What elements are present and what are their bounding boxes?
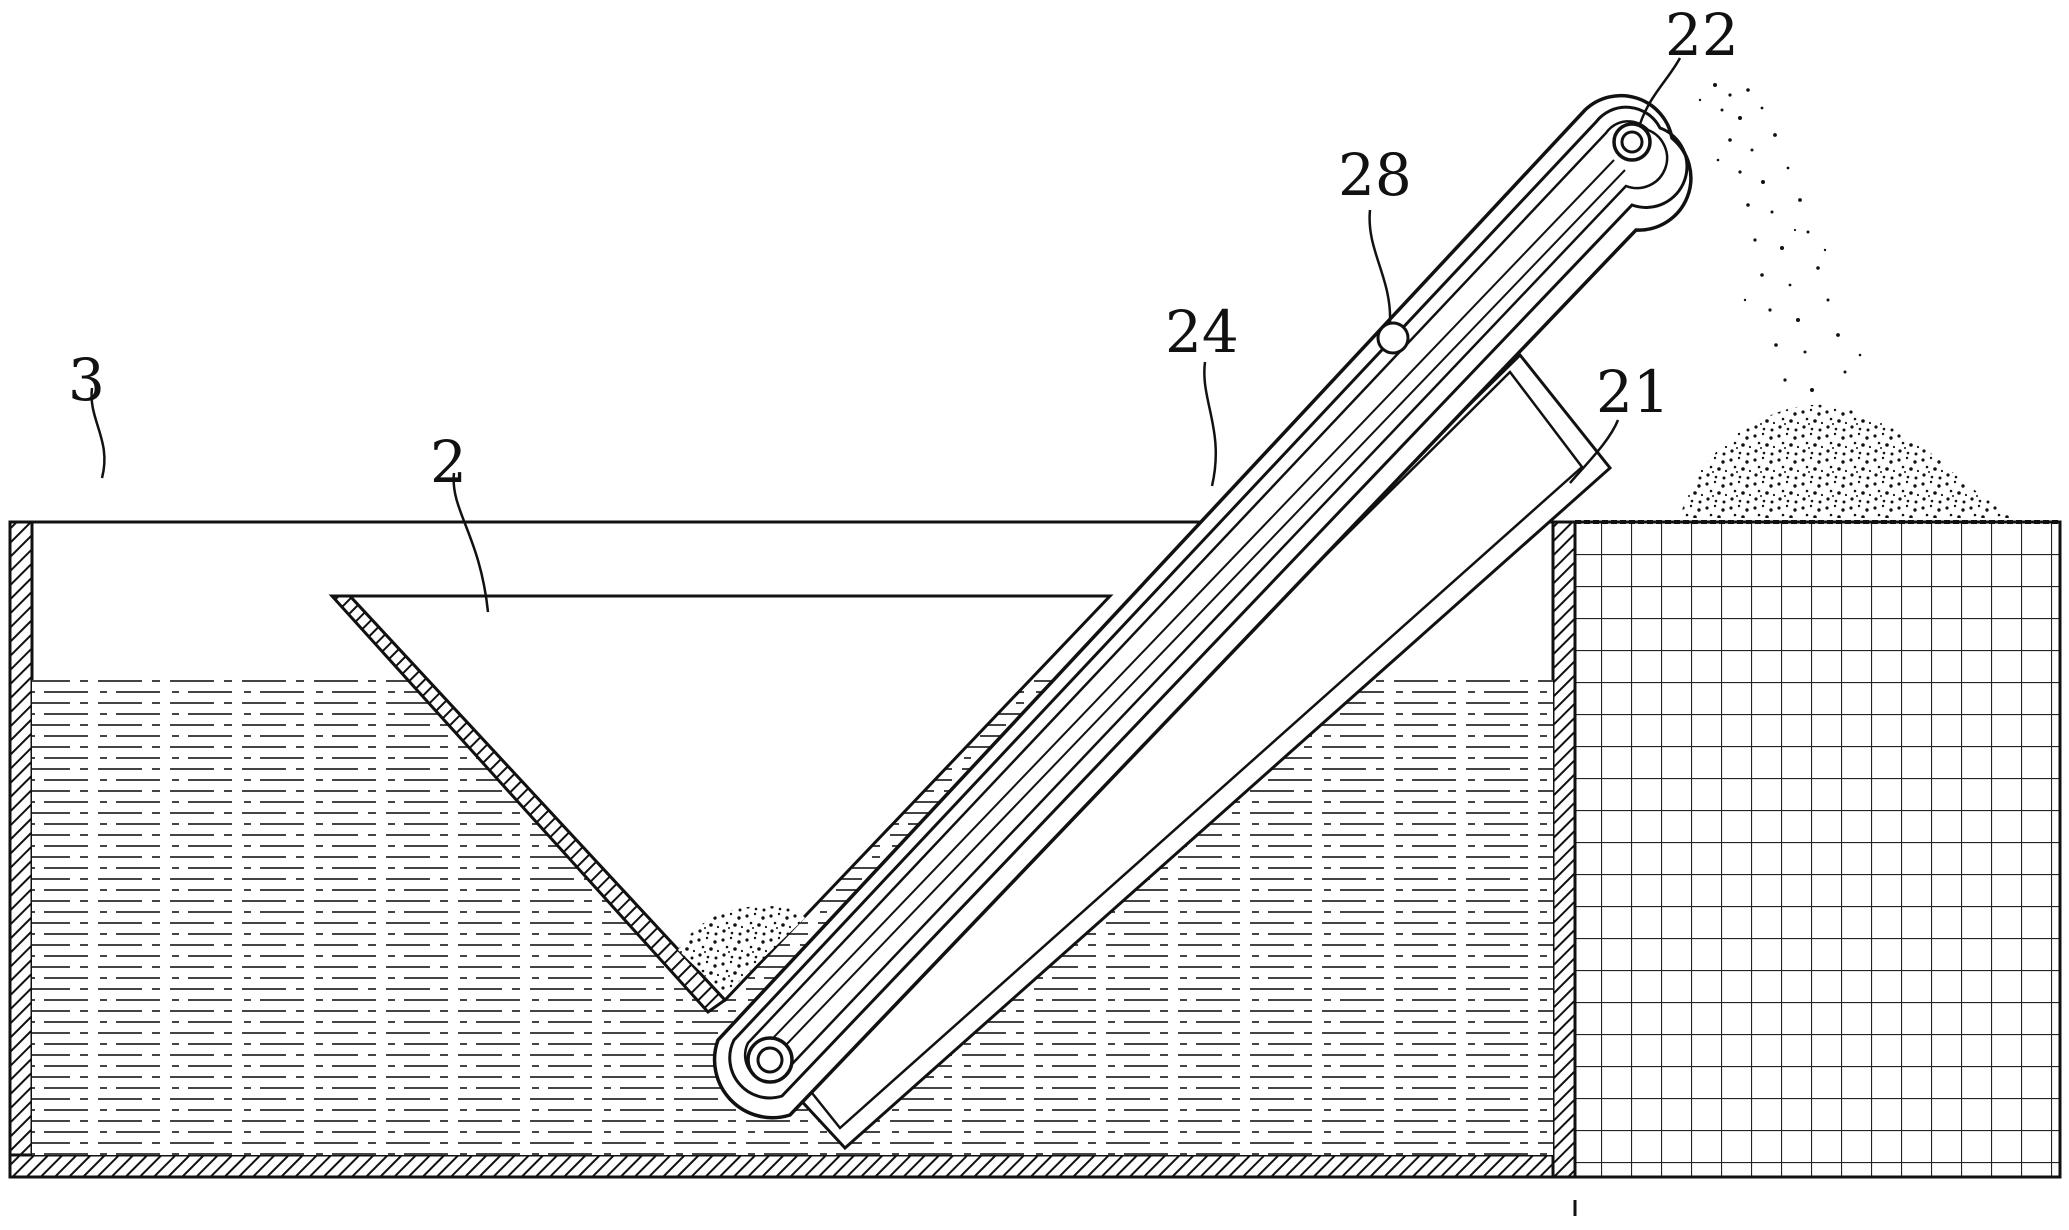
label-belt: 24: [1165, 298, 1239, 366]
hopper-sand: [678, 905, 805, 995]
mesh-bin: [1573, 520, 2062, 1179]
belt-housing: [712, 93, 1693, 1120]
falling-sand: [1698, 83, 1862, 392]
tank-right-wall: [1551, 520, 1577, 1179]
label-top-pulley: 22: [1665, 1, 1739, 69]
hopper-interior: [346, 594, 1114, 1003]
label-tank: 3: [68, 346, 105, 414]
mesh-area: [1573, 520, 2062, 1179]
label-hopper: 2: [430, 428, 467, 496]
belt-loop-outer: [728, 105, 1689, 1100]
label-frame: 21: [1596, 358, 1670, 426]
label-roller: 28: [1338, 141, 1412, 209]
tank-left-wall: [8, 520, 34, 1179]
belt-conveyor: [712, 93, 1693, 1120]
tank-floor: [8, 1153, 1577, 1179]
idler-roller: [1376, 321, 1410, 355]
leader-lines: [90, 57, 1682, 613]
sand-pile: [1680, 404, 2020, 518]
hopper: [328, 594, 1114, 1014]
